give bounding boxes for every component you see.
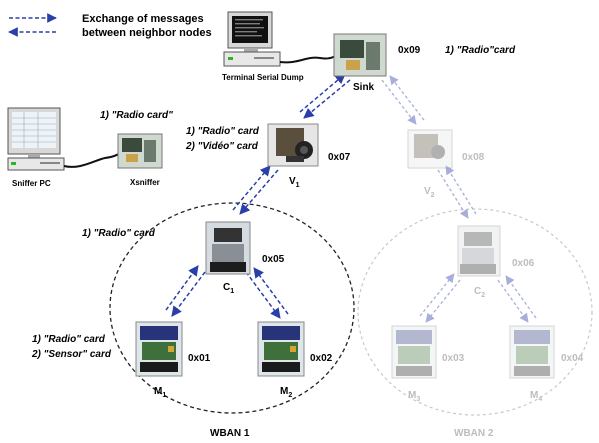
wban1-boundary (109, 202, 355, 414)
v2-node-image (407, 129, 453, 169)
terminal-computer-icon (223, 11, 281, 67)
m2-label: M2 (280, 386, 292, 399)
c1-label: C1 (223, 282, 234, 295)
m1-label: M1 (154, 386, 166, 399)
m1-card-2: 2) "Sensor" card (31, 349, 112, 360)
c2-node-image (457, 225, 501, 277)
legend-line2: between neighbor nodes (82, 27, 212, 39)
terminal-label: Terminal Serial Dump (222, 73, 304, 82)
v1-label: V1 (289, 176, 300, 189)
v2-address: 0x08 (462, 152, 485, 163)
v1-card-1: 1) "Radio" card (186, 126, 260, 137)
wban2-boundary (357, 208, 593, 416)
c2-label: C2 (474, 286, 485, 299)
terminal-cable (279, 49, 343, 64)
c1-card-1: 1) "Radio" card (82, 228, 156, 239)
m3-address: 0x03 (442, 353, 465, 364)
sink-address: 0x09 (398, 45, 421, 56)
xsniffer-label: Xsniffer (130, 178, 160, 187)
m1-address: 0x01 (188, 353, 211, 364)
sniffer-cable (63, 151, 123, 168)
legend-line1: Exchange of messages (82, 13, 204, 25)
v1-address: 0x07 (328, 152, 351, 163)
sink-node-image (333, 33, 387, 77)
m2-node-image (257, 321, 305, 377)
sniffer-pc-label: Sniffer PC (12, 179, 51, 188)
sniffer-pc-icon (7, 107, 65, 171)
m4-label: M4 (530, 390, 542, 403)
wban1-message-arrows (165, 73, 351, 319)
m4-address: 0x04 (561, 353, 584, 364)
v1-card-2: 2) "Vidéo" card (185, 141, 259, 152)
sink-card-1: 1) "Radio"card (445, 45, 516, 56)
c1-node-image (205, 221, 251, 275)
wban2-label: WBAN 2 (454, 428, 494, 439)
c1-address: 0x05 (262, 254, 285, 265)
v1-node-image (267, 123, 319, 167)
xsniffer-node-image (117, 133, 163, 169)
m1-node-image (135, 321, 183, 377)
c2-address: 0x06 (512, 258, 535, 269)
v2-label: V2 (424, 186, 435, 199)
sink-label: Sink (353, 82, 375, 93)
xsniffer-card-1: 1) "Radio card" (100, 110, 173, 121)
m1-card-1: 1) "Radio" card (32, 334, 106, 345)
wban1-label: WBAN 1 (210, 428, 250, 439)
m2-address: 0x02 (310, 353, 333, 364)
m3-label: M3 (408, 390, 420, 403)
m4-node-image (509, 325, 555, 379)
legend: Exchange of messages between neighbor no… (8, 13, 212, 39)
m3-node-image (391, 325, 437, 379)
wban2-message-arrows (381, 75, 537, 323)
